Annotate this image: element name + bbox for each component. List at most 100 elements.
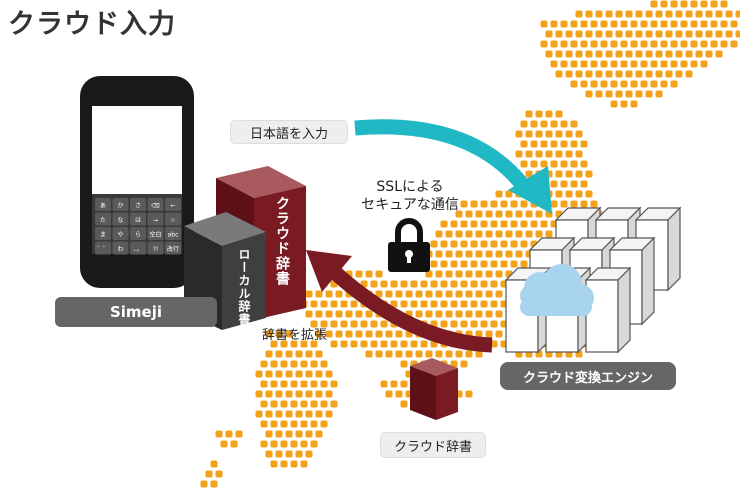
map-dot (665, 30, 673, 38)
map-dot (690, 40, 698, 48)
map-dot (680, 0, 688, 8)
map-dot (585, 10, 593, 18)
map-dot (275, 430, 283, 438)
map-dot (615, 50, 623, 58)
map-dot (225, 430, 233, 438)
map-dot (465, 250, 473, 258)
map-dot (465, 350, 473, 358)
map-dot (480, 260, 488, 268)
map-dot (495, 190, 503, 198)
map-dot (670, 60, 678, 68)
map-dot (405, 290, 413, 298)
map-dot (280, 440, 288, 448)
map-dot (420, 340, 428, 348)
map-dot (470, 320, 478, 328)
map-dot (560, 180, 568, 188)
map-dot (275, 350, 283, 358)
map-dot (440, 320, 448, 328)
map-dot (610, 60, 618, 68)
map-dot (665, 50, 673, 58)
map-dot (315, 390, 323, 398)
map-dot (555, 70, 563, 78)
map-dot (615, 70, 623, 78)
map-dot (265, 430, 273, 438)
map-dot (415, 350, 423, 358)
map-dot (355, 310, 363, 318)
cloud-engine-label: クラウド変換エンジン (500, 362, 676, 390)
map-dot (260, 400, 268, 408)
lock-icon (388, 218, 430, 272)
map-dot (305, 410, 313, 418)
map-dot (500, 240, 508, 248)
map-dot (485, 210, 493, 218)
map-dot (235, 430, 243, 438)
map-dot (595, 90, 603, 98)
map-dot (560, 40, 568, 48)
map-dot (435, 290, 443, 298)
map-dot (525, 110, 533, 118)
map-dot (400, 300, 408, 308)
map-dot (290, 380, 298, 388)
map-dot (375, 290, 383, 298)
map-dot (470, 260, 478, 268)
map-dot (210, 460, 218, 468)
map-dot (210, 480, 218, 488)
map-dot (620, 100, 628, 108)
map-dot (305, 430, 313, 438)
map-dot (495, 310, 503, 318)
map-dot (635, 30, 643, 38)
map-dot (565, 150, 573, 158)
map-dot (705, 10, 713, 18)
map-dot (350, 300, 358, 308)
map-dot (425, 350, 433, 358)
map-dot (455, 290, 463, 298)
map-dot (465, 390, 473, 398)
map-dot (705, 30, 713, 38)
map-dot (600, 80, 608, 88)
map-dot (525, 170, 533, 178)
map-dot (570, 40, 578, 48)
map-dot (440, 280, 448, 288)
map-dot (370, 320, 378, 328)
map-dot (570, 120, 578, 128)
map-dot (455, 250, 463, 258)
map-dot (550, 180, 558, 188)
map-dot (360, 320, 368, 328)
map-dot (550, 160, 558, 168)
map-dot (440, 260, 448, 268)
map-dot (310, 380, 318, 388)
map-dot (580, 80, 588, 88)
map-dot (320, 420, 328, 428)
map-dot (585, 90, 593, 98)
map-dot (270, 400, 278, 408)
map-dot (345, 330, 353, 338)
map-dot (300, 380, 308, 388)
map-dot (570, 20, 578, 28)
map-dot (700, 0, 708, 8)
keypad-key-label: ま (100, 232, 106, 239)
map-dot (515, 210, 523, 218)
map-dot (440, 300, 448, 308)
keypad-key (147, 227, 164, 240)
map-dot (325, 390, 333, 398)
map-dot (300, 340, 308, 348)
map-dot (590, 80, 598, 88)
keypad-key (112, 227, 129, 240)
map-dot (570, 200, 578, 208)
map-dot (475, 210, 483, 218)
keypad-key-label: 改行 (167, 245, 179, 253)
map-dot (485, 270, 493, 278)
map-dot (535, 110, 543, 118)
map-dot (640, 20, 648, 28)
map-dot (270, 460, 278, 468)
keypad-key-label: ☆ (170, 217, 175, 224)
map-dot (635, 50, 643, 58)
map-dot (295, 430, 303, 438)
map-dot (555, 190, 563, 198)
map-dot (450, 320, 458, 328)
keypad-key-label: さ (135, 203, 141, 210)
map-dot (460, 280, 468, 288)
map-dot (320, 360, 328, 368)
map-dot (475, 230, 483, 238)
map-dot (290, 460, 298, 468)
